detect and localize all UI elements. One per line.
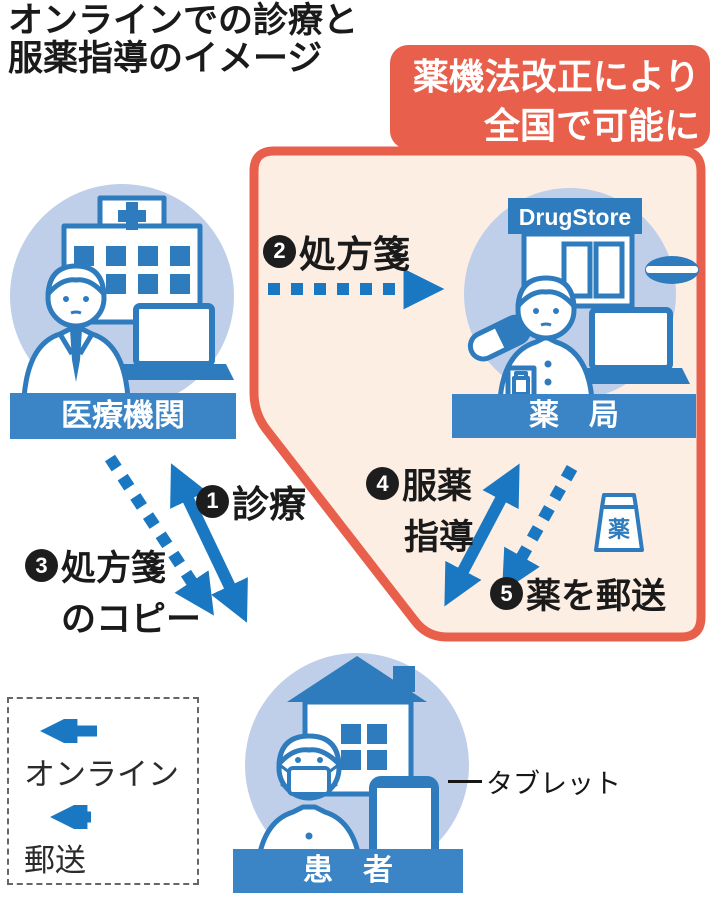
laptop-icon (114, 303, 234, 380)
tablet-note-leader-line (448, 780, 482, 783)
page-title-line1: オンラインでの診療と (8, 1, 359, 40)
step-5-text: 薬を郵送 (526, 577, 667, 616)
legend-mail-label: 郵送 (24, 843, 86, 878)
hospital-icon (61, 195, 203, 325)
medicine-bag-icon: 薬 (594, 493, 644, 552)
step-4-label: 4 服薬 指導 (366, 458, 474, 560)
patient-label: 患 者 (233, 849, 463, 893)
step-1-text: 診療 (232, 484, 306, 525)
doctor-icon (21, 263, 131, 401)
drugstore-sign: DrugStore (508, 198, 642, 309)
legend-box: オンライン 郵送 (7, 697, 199, 885)
medicine-bag-text: 薬 (608, 517, 630, 542)
patient-illustration (245, 653, 469, 877)
page-title: オンラインでの診療と 服薬指導のイメージ (8, 2, 358, 78)
step-5-number: 5 (490, 577, 523, 610)
legend-mail-arrow-icon (50, 805, 91, 829)
badge-line2: 全国で可能に (483, 104, 700, 146)
step-4-text-line1: 服薬 (402, 467, 473, 506)
step-1-number: 1 (196, 484, 229, 518)
page-title-line2: 服薬指導のイメージ (8, 38, 323, 78)
tablet-note-text: タブレット (486, 769, 621, 799)
tablet-note: タブレット (448, 762, 621, 801)
step-4-number: 4 (366, 467, 399, 500)
pharmacist-icon (497, 275, 595, 403)
badge-line1: 薬機法改正により (412, 56, 700, 97)
step-5-label: 5 薬を郵送 (490, 568, 666, 619)
step-3-number: 3 (25, 549, 58, 582)
medical-institution-illustration (10, 184, 234, 408)
medical-institution-label: 医療機関 (10, 393, 236, 439)
pharmacy-label: 薬 局 (452, 394, 696, 438)
step-3-text-line2: のコピー (61, 600, 202, 639)
legend-online-arrow-icon (40, 719, 97, 743)
step-4-text-line2: 指導 (404, 518, 475, 557)
step-2-text: 処方箋 (299, 234, 410, 275)
step-1-label: 1 診療 (196, 474, 306, 528)
laptop-icon (572, 307, 690, 384)
mask-icon (287, 766, 331, 796)
step-3-text-line1: 処方箋 (61, 549, 167, 588)
pill-tablet-icon (645, 256, 699, 284)
step-3-label: 3 処方箋 のコピー (25, 540, 201, 642)
legend-online-label: オンライン (24, 757, 179, 792)
step-2-label: 2 処方箋 (263, 224, 410, 278)
step-2-number: 2 (263, 234, 296, 268)
pharmacy-illustration: DrugStore (464, 188, 699, 403)
drugstore-sign-text: DrugStore (519, 204, 631, 230)
law-revision-badge: 薬機法改正により 全国で可能に (390, 45, 710, 149)
